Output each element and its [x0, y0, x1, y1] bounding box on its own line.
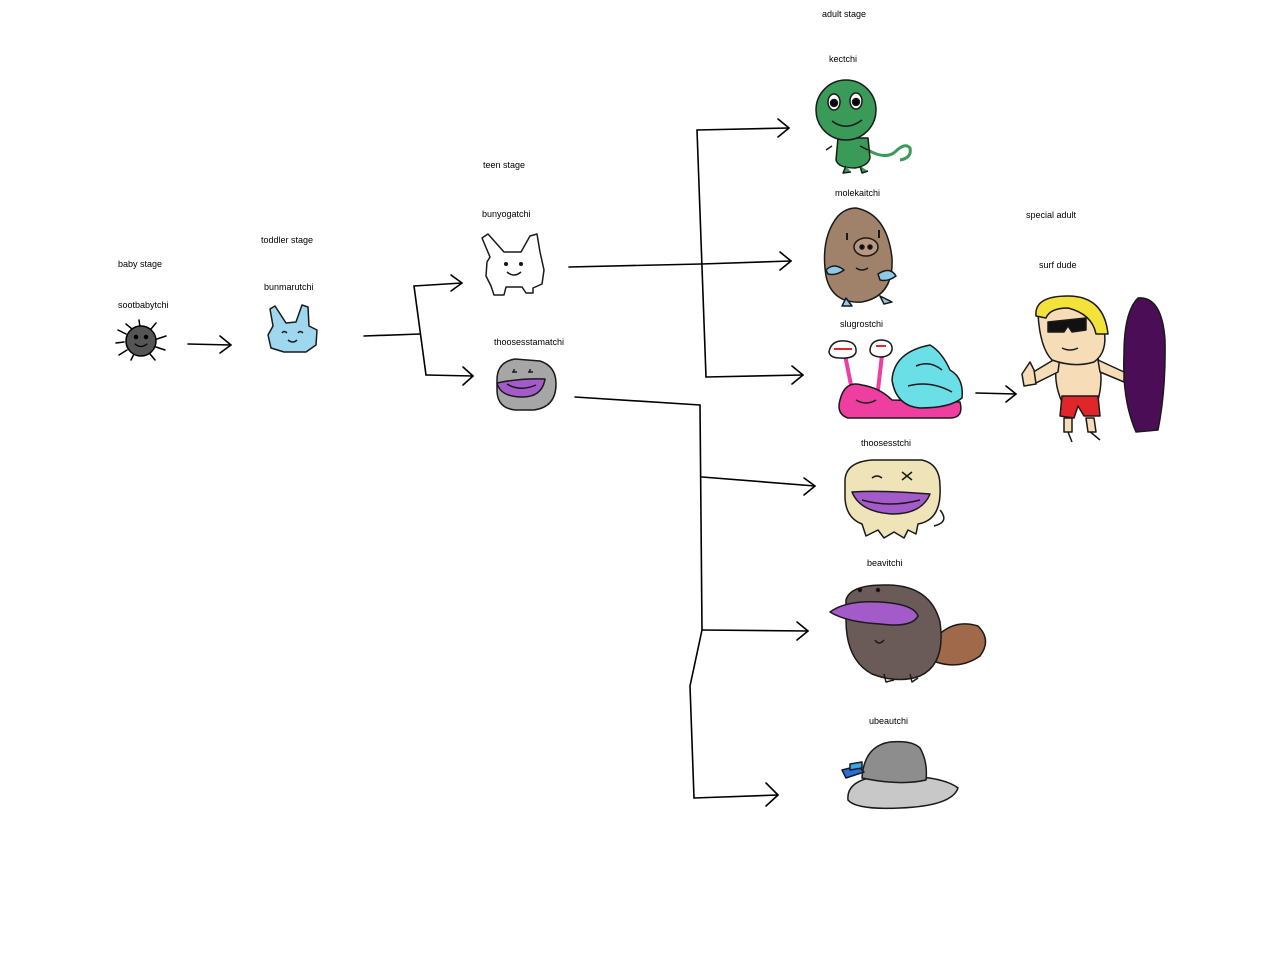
thoosesstchi-label: thoosesstchi: [861, 438, 912, 448]
ubeautchi-label: ubeautchi: [869, 716, 909, 726]
bunmarutchi-icon: [267, 304, 318, 353]
molekaitchi-icon: [823, 207, 897, 307]
bunmarutchi-label: bunmarutchi: [264, 282, 314, 292]
thoosesstchi-icon: [844, 459, 945, 539]
kectchi-icon: [815, 79, 912, 174]
bunyogatchi-label: bunyogatchi: [482, 209, 531, 219]
arrow-slugrostchi-to-surf-dude: [975, 385, 1017, 403]
special-adult-stage-label: special adult: [1026, 210, 1077, 220]
teen-stage-label: teen stage: [483, 160, 526, 170]
connector-toddler-to-teens: [363, 274, 474, 386]
connector-bunyogatchi-to-adults: [568, 118, 804, 385]
molekaitchi-label: molekaitchi: [835, 188, 881, 198]
baby-stage-label: baby stage: [118, 259, 163, 269]
slugrostchi-icon: [828, 339, 963, 419]
toddler-stage-label: toddler stage: [261, 235, 314, 245]
surf-dude-icon: [1021, 295, 1166, 443]
kectchi-label: kectchi: [829, 54, 858, 64]
beavitchi-icon: [829, 584, 987, 683]
arrow-baby-to-toddler: [187, 335, 232, 354]
bunyogatchi-icon: [481, 233, 545, 296]
connector-thoosesstamatchi-to-adults: [574, 396, 816, 807]
sootbabytchi-label: sootbabytchi: [118, 300, 169, 310]
adult-stage-label: adult stage: [822, 9, 867, 19]
surf-dude-label: surf dude: [1039, 260, 1077, 270]
sootbabytchi-icon: [115, 319, 167, 361]
ubeautchi-icon: [841, 740, 959, 810]
thoosesstamatchi-label: thoosesstamatchi: [494, 337, 565, 347]
beavitchi-label: beavitchi: [867, 558, 903, 568]
slugrostchi-label: slugrostchi: [840, 319, 884, 329]
thoosesstamatchi-icon: [496, 358, 557, 411]
